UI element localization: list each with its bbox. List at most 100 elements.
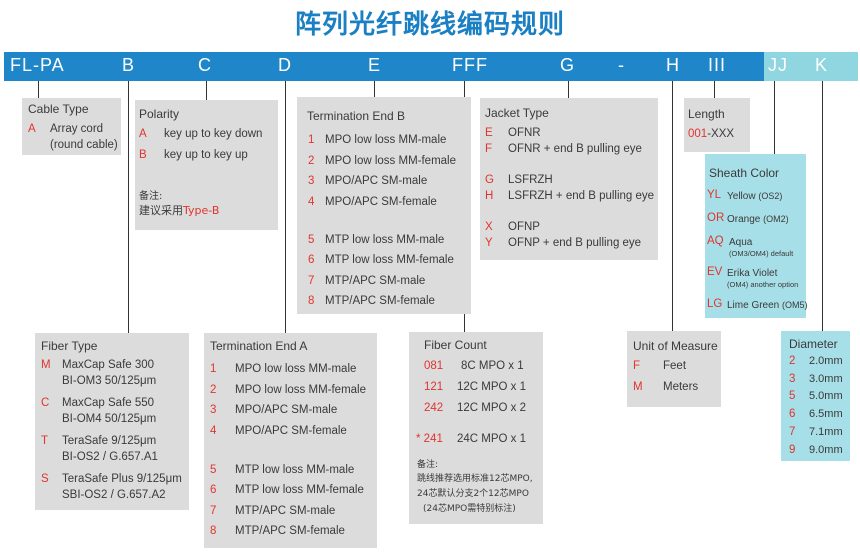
fiber-count-label: 24C MPO x 1: [457, 433, 527, 445]
diameter-box: Diameter 2 2.0mm 3 3.0mm 5 5.0mm 6 6.5mm…: [781, 331, 850, 461]
sheath-label-sub: (OM2): [763, 214, 789, 224]
termination-b-label: MPO low loss MM-female: [325, 155, 456, 167]
termination-a-label: MPO/APC SM-male: [235, 404, 338, 416]
sheath-label-sub: (OM5): [782, 300, 808, 310]
termination-a-code: 2: [210, 384, 217, 396]
termination-b-label: MPO/APC SM-female: [325, 196, 437, 208]
fiber-label: TeraSafe Plus 9/125μm: [62, 473, 182, 485]
fiber-label-2: BI-OS2 / G.657.A1: [62, 451, 158, 463]
polarity-code-a: A: [139, 128, 147, 140]
diameter-code: 6: [789, 408, 796, 420]
diameter-label: 7.1mm: [809, 426, 843, 438]
cable-type-label: Array cord: [50, 123, 104, 135]
termination-a-box: Termination End A 1 MPO low loss MM-male…: [204, 333, 377, 548]
diameter-label: 9.0mm: [809, 444, 843, 456]
fiber-count-box: Fiber Count 081 8C MPO x 1 121 12C MPO x…: [409, 332, 543, 524]
termination-a-code: 3: [210, 404, 217, 416]
termination-b-label: MTP low loss MM-female: [325, 254, 454, 266]
termination-b-code: 6: [308, 254, 315, 266]
termination-b-code: 1: [308, 134, 315, 146]
length-label: -XXX: [707, 128, 735, 140]
sheath-label-sub: (OM3/OM4) default: [729, 249, 794, 258]
termination-a-header: Termination End A: [210, 339, 308, 353]
jacket-label: OFNP + end B pulling eye: [508, 237, 642, 249]
diameter-code: 5: [789, 390, 796, 402]
cable-type-header: Cable Type: [28, 102, 89, 116]
fiber-count-note-line: (24芯MPO需特别标注): [423, 504, 516, 514]
connector-termination-b: [374, 81, 375, 97]
fiber-label-2: BI-OM3 50/125μm: [62, 375, 157, 387]
diameter-code: 7: [789, 426, 796, 438]
cable-type-box: Cable Type A Array cord (round cable): [22, 98, 121, 155]
jacket-label: OFNP: [508, 221, 540, 233]
termination-b-code: 5: [308, 234, 315, 246]
code-k: K: [815, 55, 829, 75]
connector-unit: [672, 81, 673, 331]
jacket-label: LSFRZH + end B pulling eye: [508, 190, 655, 202]
fiber-type-header: Fiber Type: [41, 339, 98, 353]
sheath-label-text: Orange: [727, 214, 761, 225]
polarity-note-prefix: 建议采用: [139, 204, 183, 217]
termination-b-header: Termination End B: [307, 109, 406, 123]
termination-b-label: MTP/APC SM-female: [325, 295, 435, 307]
polarity-header: Polarity: [139, 107, 180, 121]
sheath-code: LG: [707, 298, 723, 310]
sheath-label: Erika Violet: [727, 268, 778, 279]
termination-a-label: MTP low loss MM-male: [235, 464, 355, 476]
connector-cable-type: [38, 81, 39, 98]
length-value: 001-XXX: [688, 128, 734, 142]
sheath-label-text: Lime Green: [727, 300, 780, 311]
fiber-label: TeraSafe 9/125μm: [62, 435, 157, 447]
jacket-code: Y: [485, 237, 493, 249]
polarity-code-b: B: [139, 149, 147, 161]
diameter-code: 2: [789, 355, 796, 367]
jacket-type-box: Jacket Type E OFNR F OFNR + end B pullin…: [480, 98, 658, 260]
polarity-label-a: key up to key down: [164, 128, 263, 140]
sheath-label: Yellow (OS2): [727, 191, 782, 203]
fiber-count-header: Fiber Count: [424, 338, 487, 352]
sheath-label: Aqua: [729, 237, 753, 248]
termination-a-code: 7: [210, 505, 217, 517]
termination-a-label: MPO low loss MM-male: [235, 363, 357, 375]
sheath-label-text: Yellow: [727, 191, 756, 202]
polarity-note-value: Type-B: [183, 204, 220, 217]
code-bar: [4, 52, 764, 81]
sheath-code: AQ: [707, 235, 724, 247]
sheath-code: EV: [707, 266, 723, 278]
fiber-count-label: 12C MPO x 1: [457, 381, 527, 393]
diameter-code: 3: [789, 373, 796, 385]
jacket-label: OFNR + end B pulling eye: [508, 143, 642, 155]
termination-a-label: MPO/APC SM-female: [235, 425, 347, 437]
unit-header: Unit of Measure: [633, 339, 718, 353]
sheath-label-sub: (OS2): [758, 191, 783, 201]
cable-type-code: A: [28, 123, 36, 135]
jacket-label: LSFRZH: [508, 174, 553, 186]
connector-jacket-type: [568, 81, 569, 98]
fiber-count-note-label: 备注:: [417, 460, 439, 470]
termination-b-label: MTP/APC SM-male: [325, 275, 426, 287]
polarity-note: 建议采用Type-B: [139, 204, 219, 217]
fiber-count-code: 242: [424, 402, 444, 414]
connector-sheath-color: [774, 81, 775, 154]
fiber-count-label: 12C MPO x 2: [457, 402, 527, 414]
connector-fiber-type: [128, 81, 129, 333]
diameter-label: 5.0mm: [809, 390, 843, 402]
code-g: G: [560, 55, 576, 75]
termination-b-code: 3: [308, 175, 315, 187]
code-iii: III: [708, 55, 727, 75]
code-prefix: FL-PA: [10, 55, 65, 75]
jacket-code: X: [485, 221, 493, 233]
code-e: E: [368, 55, 382, 75]
termination-a-code: 1: [210, 363, 217, 375]
sheath-color-box: Sheath Color YL Yellow (OS2) OR Orange (…: [705, 154, 808, 318]
connector-diameter: [822, 81, 823, 331]
page-title: 阵列光纤跳线编码规则: [294, 10, 565, 40]
fiber-type-box: Fiber Type M MaxCap Safe 300 BI-OM3 50/1…: [35, 333, 189, 510]
jacket-type-header: Jacket Type: [485, 106, 549, 120]
fiber-code: C: [41, 397, 50, 409]
code-d: D: [278, 55, 292, 75]
termination-b-code: 8: [308, 295, 315, 307]
sheath-code: YL: [707, 189, 722, 201]
termination-a-label: MTP low loss MM-female: [235, 484, 364, 496]
unit-label: Meters: [663, 381, 699, 393]
